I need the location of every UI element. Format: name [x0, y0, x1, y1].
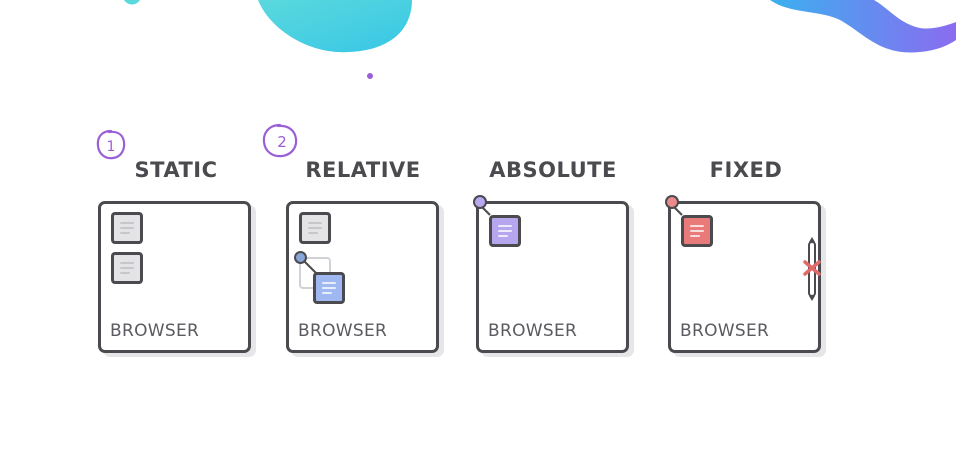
static-browser-window: BROWSER [98, 201, 251, 353]
static-element-1 [111, 212, 143, 244]
absolute-title: ABSOLUTE [489, 158, 617, 182]
absolute-marker-dot [473, 195, 487, 209]
relative-title: RELATIVE [305, 158, 421, 182]
absolute-element [489, 215, 521, 247]
static-browser-label: BROWSER [110, 321, 200, 341]
fixed-browser-label: BROWSER [680, 321, 770, 341]
relative-element-1 [299, 212, 331, 244]
static-title: STATIC [134, 158, 218, 182]
fixed-title: FIXED [709, 158, 783, 182]
small-blob-decoration [124, 0, 140, 5]
absolute-browser-label: BROWSER [488, 321, 578, 341]
annotation-number-2: 2 [277, 133, 287, 151]
cyan-blob-decoration [258, 0, 412, 53]
fixed-marker-dot [665, 195, 679, 209]
annotation-circle-2: 2 [262, 123, 298, 158]
fixed-element [681, 215, 713, 247]
relative-marker-dot [294, 251, 307, 264]
annotation-number-1: 1 [107, 139, 116, 155]
static-element-2 [111, 252, 143, 284]
relative-element-2 [313, 272, 345, 304]
absolute-browser-window: BROWSER [473, 195, 629, 353]
scrollbar-icon [803, 237, 821, 301]
wave-blob-decoration [770, 0, 956, 53]
fixed-browser-window: BROWSER [665, 195, 821, 353]
relative-browser-label: BROWSER [298, 321, 388, 341]
relative-browser-window: BROWSER [286, 201, 439, 353]
decorative-dot [367, 73, 373, 79]
annotation-circle-1: 1 [96, 129, 126, 160]
